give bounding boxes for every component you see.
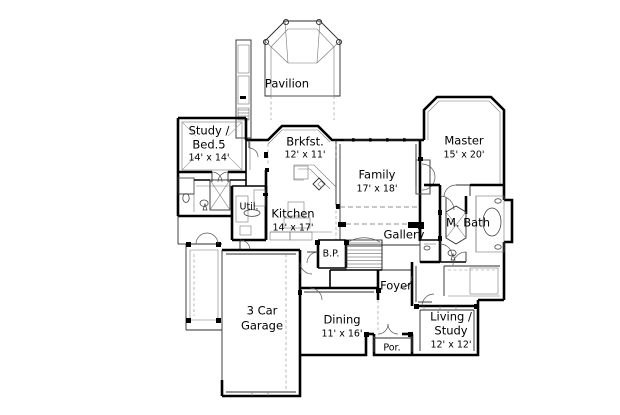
label-family: Family 17' x 18': [356, 168, 397, 195]
bp-label: B.P.: [323, 249, 340, 260]
room-living-study: [414, 293, 479, 351]
living-study-dimensions: 12' x 12': [430, 340, 471, 351]
master-closets: [419, 239, 441, 264]
room-breakfast: [264, 129, 337, 165]
label-pavilion: Pavilion: [265, 77, 309, 91]
label-bp: B.P.: [323, 249, 340, 260]
room-master-bath: [438, 195, 505, 266]
hall-between-bath-living: [443, 265, 500, 297]
hall-bath-fixtures: [177, 177, 246, 212]
room-dining: [300, 286, 413, 337]
study-bed5-dimensions: 14' x 14': [188, 153, 229, 164]
room-foyer: [376, 262, 417, 330]
room-porch: [373, 323, 413, 352]
dining-dimensions: 11' x 16': [321, 329, 362, 340]
stair-and-powder: [306, 237, 383, 290]
garage-label-line2: Garage: [241, 319, 283, 333]
porch-label: Por.: [383, 343, 400, 354]
room-kitchen: [253, 140, 340, 241]
room-study-bed5: [178, 121, 259, 186]
family-dimensions: 17' x 18': [356, 184, 397, 195]
living-study-label-line2: Study: [434, 324, 467, 338]
garage-label-line1: 3 Car: [247, 304, 278, 318]
label-dining: Dining 11' x 16': [321, 313, 362, 340]
label-master: Master 15' x 20': [443, 134, 484, 161]
kitchen-dimensions: 14' x 17': [272, 223, 313, 234]
pavilion-label: Pavilion: [265, 77, 309, 91]
label-garage: 3 Car Garage: [241, 304, 283, 333]
family-label: Family: [358, 168, 395, 182]
gallery-label: Gallery: [384, 228, 425, 242]
label-brkfst: Brkfst. 12' x 11': [284, 135, 325, 161]
brkfst-label: Brkfst.: [286, 135, 323, 149]
study-bed5-label-line1: Study /: [189, 124, 230, 138]
kitchen-label: Kitchen: [271, 207, 314, 221]
label-study-bed5: Study / Bed.5 14' x 14': [188, 124, 229, 164]
foyer-label: Foyer: [380, 279, 412, 293]
room-gallery: [346, 223, 424, 246]
label-living-study: Living / Study 12' x 12': [430, 310, 472, 351]
dining-label: Dining: [323, 313, 360, 327]
study-bed5-label-line2: Bed.5: [192, 138, 225, 152]
room-garage: [186, 232, 313, 396]
label-kitchen: Kitchen 14' x 17': [271, 207, 314, 234]
pavilion-structure: [235, 18, 343, 139]
label-utility: Util.: [240, 202, 259, 213]
master-bath-label: M. Bath: [446, 216, 490, 230]
label-porch: Por.: [383, 343, 400, 354]
master-dimensions: 15' x 20': [443, 150, 484, 161]
building-envelope: [176, 95, 514, 398]
label-master-bath: M. Bath: [446, 216, 490, 230]
room-family: [338, 140, 436, 240]
utility-label: Util.: [240, 202, 259, 213]
label-foyer: Foyer: [380, 279, 412, 293]
living-study-label-line1: Living /: [430, 310, 472, 324]
label-gallery: Gallery: [384, 228, 425, 242]
master-label: Master: [444, 134, 484, 148]
brkfst-dimensions: 12' x 11': [284, 150, 325, 161]
